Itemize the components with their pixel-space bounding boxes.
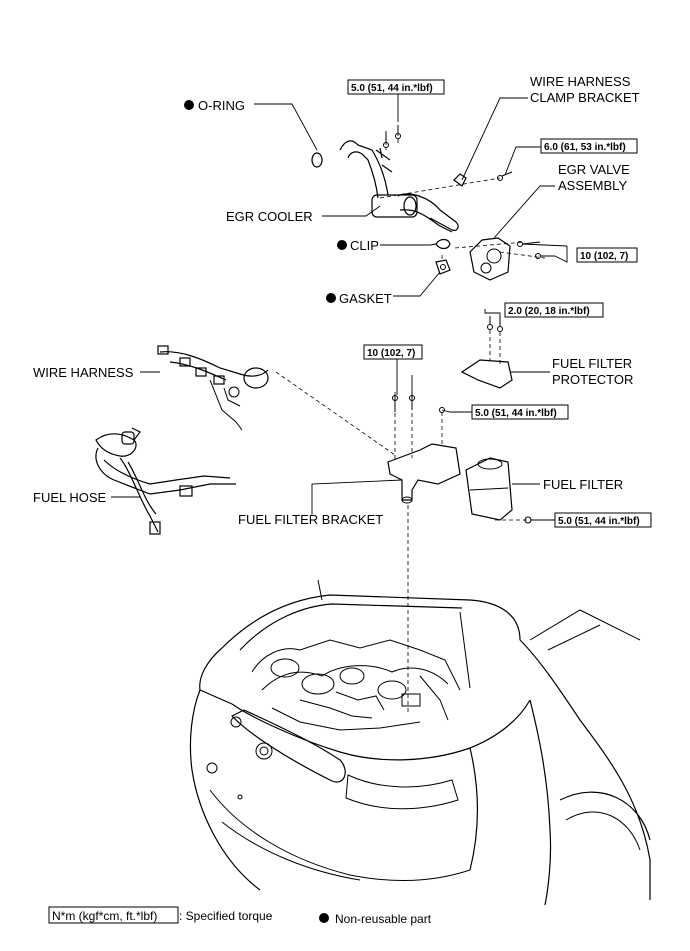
part-labels: O-RING WIRE HARNESS CLAMP BRACKET EGR VA… [33,74,640,527]
leader-lines [111,94,568,521]
protector-torque: 2.0 (20, 18 in.*lbf) [508,306,590,317]
clamp-bracket-torque: 6.0 (61, 53 in.*lbf) [544,142,626,153]
gasket-label: GASKET [339,291,392,306]
bracket-torque: 10 (102, 7) [367,348,415,359]
vehicle-front-illustration [189,579,651,906]
legend-non-reusable: Non-reusable part [335,912,432,926]
fuel-filter-label: FUEL FILTER [543,477,623,492]
non-reusable-markers [184,100,347,923]
clamp-bracket-label-line2: CLAMP BRACKET [530,90,640,105]
clip-drawing [435,238,451,250]
egr-valve-torque: 10 (102, 7) [580,251,628,262]
fuel-hose-label: FUEL HOSE [33,490,107,505]
clamp-bracket-label-line1: WIRE HARNESS [530,74,631,89]
egr-valve-label-line2: ASSEMBLY [558,178,627,193]
legend-nonreusable-dot [319,913,329,923]
o-ring-label: O-RING [198,98,245,113]
fuel-filter-bracket-drawing [387,395,461,504]
legend-torque-desc: : Specified torque [179,909,273,923]
legend-torque-unit: N*m (kgf*cm, ft.*lbf) [52,909,157,923]
fuel-filter-drawing [465,457,532,524]
o-ring-drawing [311,152,323,168]
fuel-filter-protector-drawing [460,316,513,389]
clip-label: CLIP [350,238,379,253]
egr-valve-label-line1: EGR VALVE [558,162,630,177]
gasket-nonreusable-dot [326,293,336,303]
wire-harness-drawing [157,345,269,431]
legend: N*m (kgf*cm, ft.*lbf) : Specified torque… [48,906,432,926]
fuel-filter-protector-label-line2: PROTECTOR [552,372,633,387]
fuel-filter-protector-label-line1: FUEL FILTER [552,356,632,371]
clamp-bracket-drawing [453,171,513,187]
egr-cooler-torque: 5.0 (51, 44 in.*lbf) [351,83,433,94]
fuel-filter-bracket-label: FUEL FILTER BRACKET [238,512,383,527]
fuel-hose-drawing [95,427,236,535]
clip-nonreusable-dot [337,240,347,250]
wire-harness-label: WIRE HARNESS [33,365,134,380]
egr-valve-drawing [469,237,555,281]
fuel-filter-torque: 5.0 (51, 44 in.*lbf) [558,516,640,527]
torque-specs: 5.0 (51, 44 in.*lbf) 6.0 (61, 53 in.*lbf… [347,79,652,528]
egr-cooler-label: EGR COOLER [226,209,313,224]
o-ring-nonreusable-dot [184,100,194,110]
gasket-drawing [435,259,451,275]
bracket-small-torque: 5.0 (51, 44 in.*lbf) [475,408,557,419]
egr-cooler-drawing [339,125,459,233]
